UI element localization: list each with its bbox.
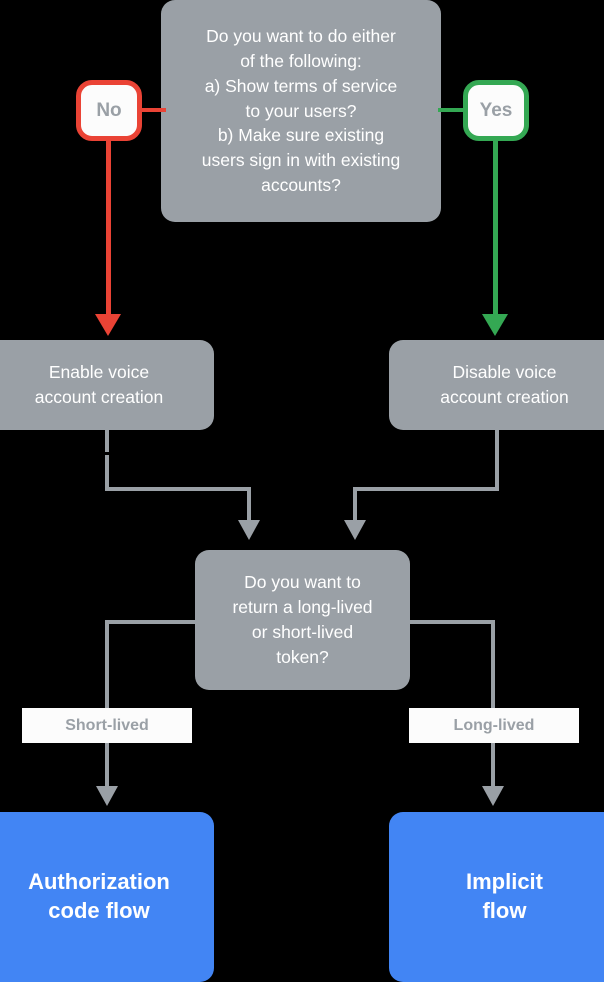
arrow-short-lived-down-icon: [96, 786, 118, 806]
top-question-line-2: of the following:: [240, 50, 362, 71]
auth-code-flow-line-1: Authorization: [28, 869, 170, 895]
edge-disable-down-vertical: [495, 428, 499, 490]
node-top-question: Do you want to do either of the followin…: [161, 0, 441, 222]
top-question-line-1: Do you want to do either: [206, 26, 396, 47]
node-disable-voice-account-creation: Disable voice account creation: [389, 340, 604, 430]
edge-enable-into-token-vertical: [247, 487, 251, 522]
edge-disable-horizontal: [353, 487, 499, 491]
arrow-no-down-icon: [95, 314, 121, 336]
label-short-lived: Short-lived: [22, 708, 192, 743]
edge-long-lived-horizontal: [405, 620, 495, 624]
node-implicit-flow: Implicit flow: [389, 812, 604, 982]
implicit-flow-line-1: Implicit: [465, 869, 543, 895]
enable-voice-line-2: account creation: [34, 387, 164, 407]
edge-no-vertical: [106, 137, 111, 321]
disable-voice-line-2: account creation: [440, 387, 569, 407]
branch-yes-pill[interactable]: Yes: [463, 80, 529, 141]
edge-no-horizontal: [138, 108, 166, 112]
token-question-line-4: token?: [276, 646, 329, 667]
edge-yes-horizontal: [438, 108, 466, 112]
label-short-lived-text: Short-lived: [65, 716, 149, 734]
implicit-flow-line-2: flow: [482, 898, 527, 923]
token-question-line-2: return a long-lived: [232, 597, 373, 618]
label-long-lived-text: Long-lived: [453, 716, 535, 734]
edge-short-lived-horizontal: [105, 620, 200, 624]
node-authorization-code-flow: Authorization code flow: [0, 812, 214, 982]
top-question-line-5: b) Make sure existing: [217, 125, 385, 146]
label-long-lived: Long-lived: [409, 708, 579, 743]
arrow-disable-to-token-icon: [344, 520, 366, 540]
edge-enable-stub-vertical: [105, 428, 109, 452]
top-question-line-3: a) Show terms of service: [204, 75, 398, 96]
edge-disable-into-token-vertical: [353, 487, 357, 522]
branch-no-label: No: [96, 99, 122, 121]
arrow-long-lived-down-icon: [482, 786, 504, 806]
edge-short-lived-vertical: [105, 620, 109, 790]
top-question-line-6: users sign in with existing: [201, 150, 401, 171]
arrow-yes-down-icon: [482, 314, 508, 336]
token-question-line-3: or short-lived: [251, 622, 354, 642]
arrow-enable-to-token-icon: [238, 520, 260, 540]
edge-long-lived-vertical: [491, 620, 495, 790]
edge-yes-vertical: [493, 137, 498, 321]
top-question-line-7: accounts?: [261, 175, 341, 196]
edge-enable-down-vertical: [105, 455, 109, 490]
auth-code-flow-line-2: code flow: [48, 898, 150, 923]
branch-yes-label: Yes: [479, 99, 513, 121]
enable-voice-line-1: Enable voice: [48, 362, 150, 383]
top-question-line-4: to your users?: [245, 100, 357, 121]
token-question-line-1: Do you want to: [244, 572, 361, 593]
edge-enable-horizontal: [105, 487, 251, 491]
disable-voice-line-1: Disable voice: [452, 362, 557, 383]
node-enable-voice-account-creation: Enable voice account creation: [0, 340, 214, 430]
node-token-question: Do you want to return a long-lived or sh…: [195, 550, 410, 690]
branch-no-pill[interactable]: No: [76, 80, 142, 141]
